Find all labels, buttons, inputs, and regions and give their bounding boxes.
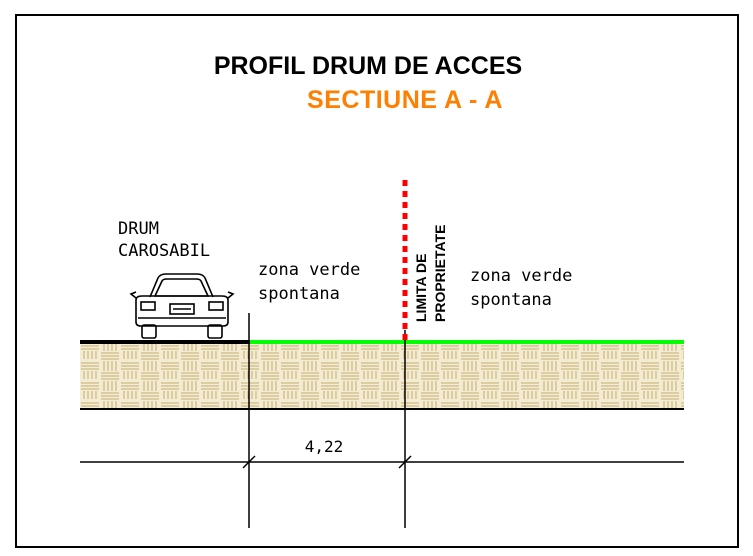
dimension-tick-right: [398, 455, 412, 469]
green-zone-right-label-line1: zona verde: [470, 266, 572, 286]
drawing-title: PROFIL DRUM DE ACCES: [214, 52, 522, 80]
dimension-value: 4,22: [305, 437, 344, 456]
soil-layer: [80, 343, 684, 409]
property-limit-label-line1: LIMITA DE: [413, 254, 429, 322]
road-label-line1: DRUM: [118, 219, 159, 239]
green-zone-left-label-line2: spontana: [258, 284, 340, 304]
car-rear-view-icon: [129, 273, 235, 339]
property-limit-label-line2: PROPRIETATE: [432, 225, 448, 323]
drawing-frame: [15, 14, 739, 548]
road-label-line2: CAROSABIL: [118, 241, 210, 261]
section-subtitle: SECTIUNE A - A: [307, 86, 503, 114]
green-zone-left-label-line1: zona verde: [258, 260, 360, 280]
green-zone-right-label-line2: spontana: [470, 290, 552, 310]
dimension-tick-left: [242, 455, 256, 469]
